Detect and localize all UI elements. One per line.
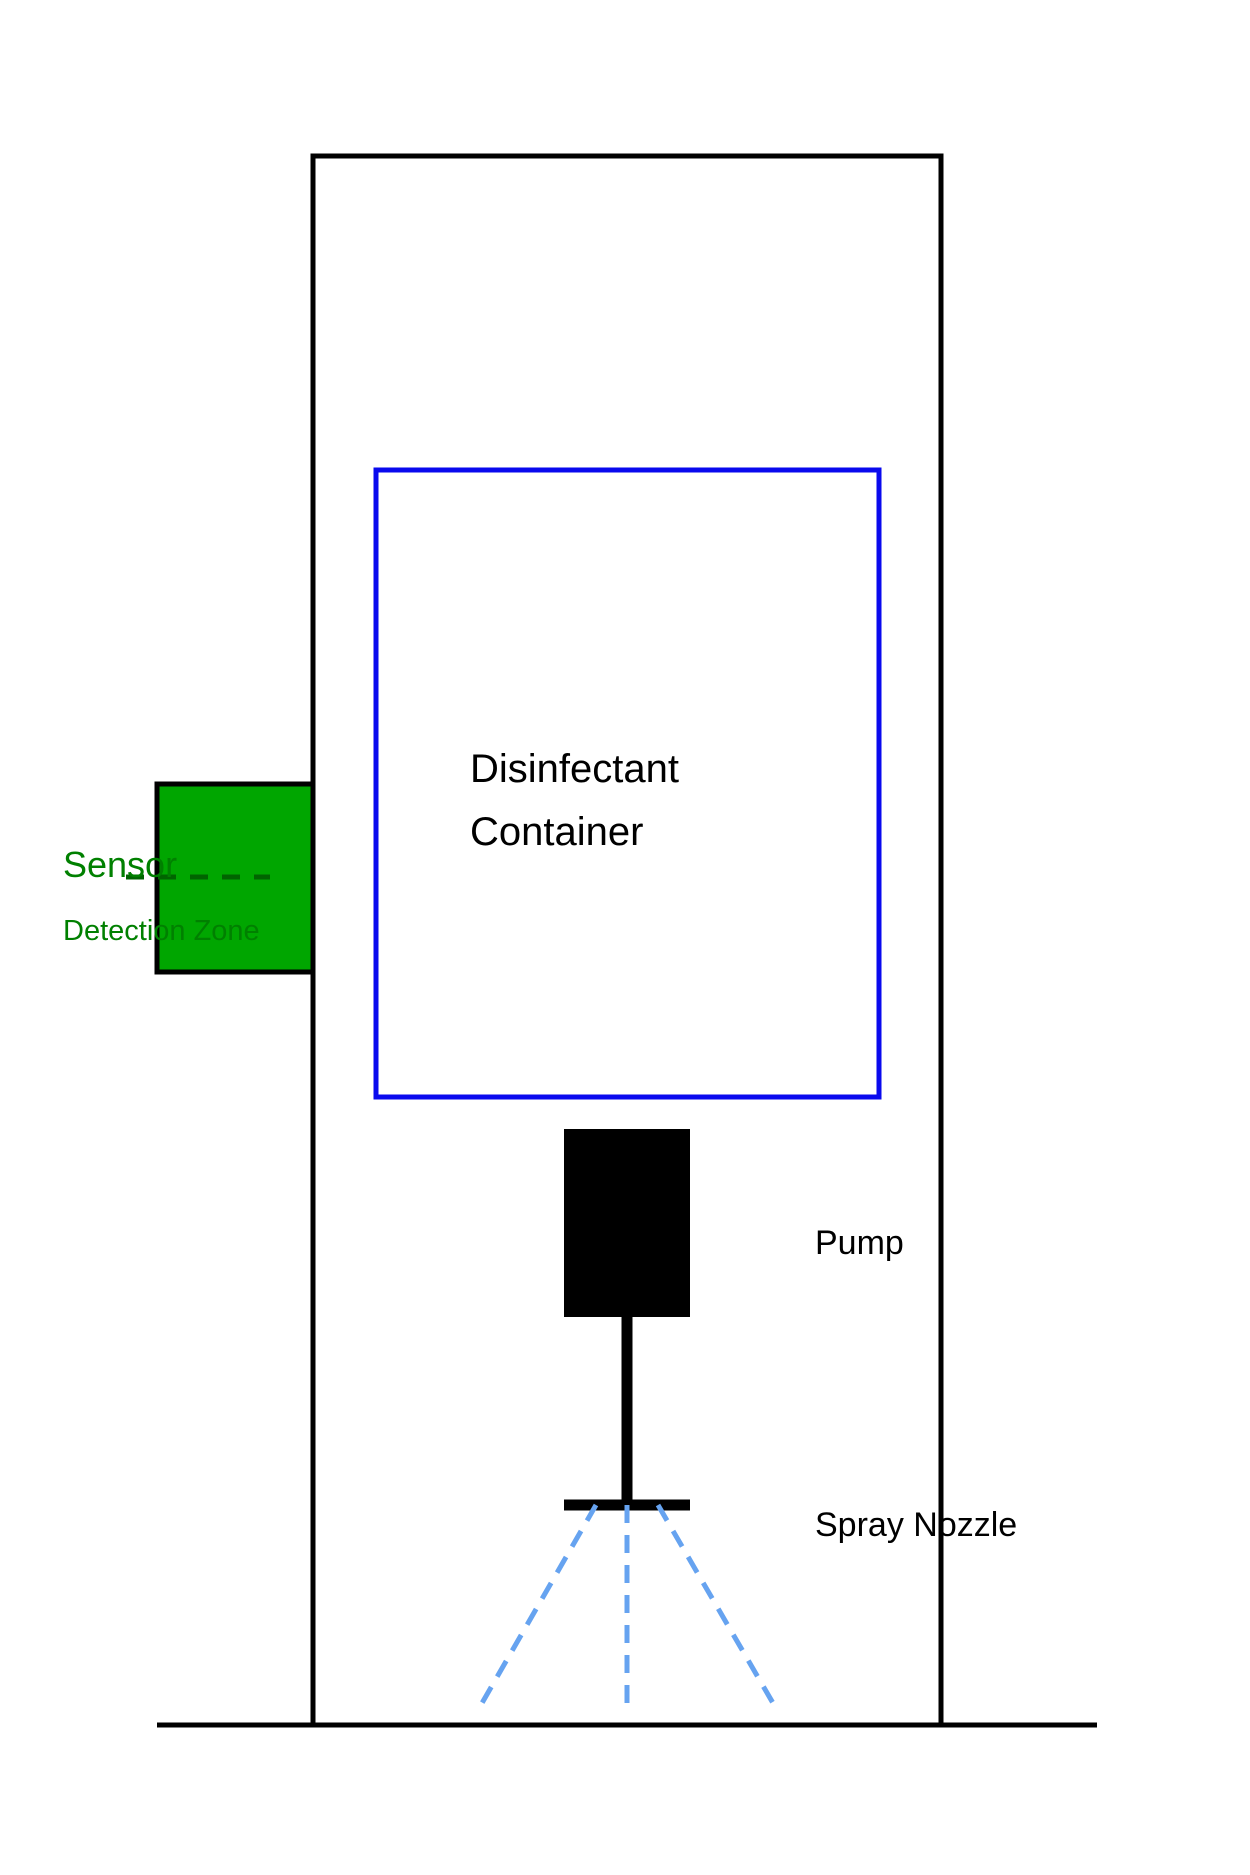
detection-zone-label: Detection Zone [63,915,260,947]
sensor-label: Sensor [63,844,177,885]
disinfectant-container [373,467,882,1100]
pump-body [564,1129,690,1317]
spray-line-right [655,1503,780,1712]
pump-label: Pump [815,1224,904,1262]
spray-line-left [475,1503,599,1712]
container-label-line2: Container [470,810,643,854]
spray-nozzle-label: Spray Nozzle [815,1506,1017,1544]
container-label-line1: Disinfectant [470,747,679,791]
